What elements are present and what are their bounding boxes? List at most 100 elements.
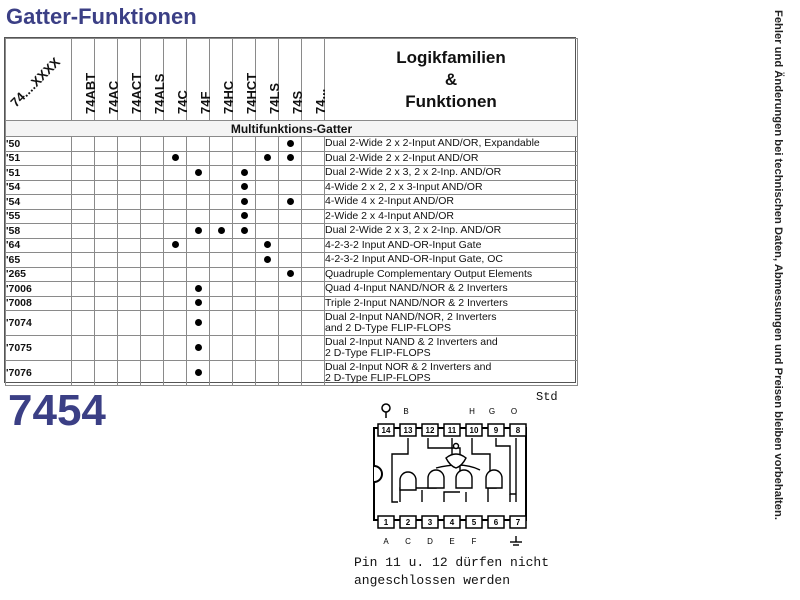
availability-cell: [186, 237, 210, 253]
availability-cell: [186, 179, 210, 195]
availability-cell: [278, 252, 302, 268]
availability-cell: [278, 281, 302, 297]
availability-cell: [232, 136, 256, 152]
availability-cell: [117, 281, 141, 297]
availability-cell: [71, 223, 95, 239]
availability-cell: [278, 194, 302, 210]
availability-cell: [117, 360, 141, 386]
family-header-0: 74ABT: [71, 38, 98, 121]
available-dot-icon: [263, 255, 271, 263]
availability-cell: [301, 194, 325, 210]
signal-A: A: [383, 537, 389, 546]
availability-cell: [232, 252, 256, 268]
availability-cell: [163, 208, 187, 224]
available-dot-icon: [286, 154, 294, 162]
available-dot-icon: [194, 369, 202, 376]
availability-cell: [278, 136, 302, 152]
function-description: Quadruple Complementary Output Elements: [324, 266, 578, 282]
and-gate-2: [427, 469, 445, 489]
part-code: '7076: [5, 360, 72, 386]
availability-cell: [301, 179, 325, 195]
pin-number: 2: [406, 518, 411, 527]
part-code: '51: [5, 150, 72, 166]
availability-cell: [255, 266, 279, 282]
availability-cell: [278, 179, 302, 195]
availability-cell: [140, 295, 164, 311]
function-description: Quad 4-Input NAND/NOR & 2 Inverters: [324, 281, 578, 297]
pin-box: [421, 423, 439, 437]
availability-cell: [140, 310, 164, 336]
availability-cell: [163, 310, 187, 336]
availability-cell: [186, 295, 210, 311]
pin-note: Pin 11 u. 12 dürfen nicht angeschlossen …: [354, 554, 574, 590]
description-line: Dual 2-Wide 2 x 2-Input AND/OR: [325, 151, 479, 164]
availability-cell: [232, 165, 256, 181]
availability-cell: [301, 237, 325, 253]
pin-number: 7: [516, 518, 521, 527]
availability-cell: [163, 281, 187, 297]
pin-number: 6: [494, 518, 499, 527]
part-code: '54: [5, 194, 72, 210]
availability-cell: [186, 165, 210, 181]
availability-cell: [140, 150, 164, 166]
page-title: Gatter-Funktionen: [6, 4, 197, 29]
pin-box: [465, 423, 483, 437]
availability-cell: [186, 335, 210, 361]
function-description: 4-2-3-2 Input AND-OR-Input Gate: [324, 237, 578, 253]
availability-cell: [163, 150, 187, 166]
pin-box: [399, 515, 417, 529]
availability-cell: [117, 179, 141, 195]
availability-cell: [71, 360, 95, 386]
availability-cell: [301, 136, 325, 152]
pin-box: [465, 515, 483, 529]
availability-cell: [163, 237, 187, 253]
pin-box: [443, 515, 461, 529]
availability-cell: [94, 281, 118, 297]
description-line: 2-Wide 2 x 4-Input AND/OR: [325, 209, 454, 222]
std-label: Std: [536, 390, 558, 404]
pin-box: [377, 515, 395, 529]
availability-cell: [301, 266, 325, 282]
availability-cell: [186, 223, 210, 239]
availability-cell: [255, 360, 279, 386]
availability-cell: [71, 194, 95, 210]
availability-cell: [301, 281, 325, 297]
family-header-6: 74HC: [209, 38, 236, 121]
function-description: 4-2-3-2 Input AND-OR-Input Gate, OC: [324, 252, 578, 268]
availability-cell: [140, 136, 164, 152]
pin-number: 5: [472, 518, 477, 527]
availability-cell: [117, 208, 141, 224]
pin-box: [443, 423, 461, 437]
part-code: '7075: [5, 335, 72, 361]
signal-B: B: [403, 407, 408, 416]
availability-cell: [163, 223, 187, 239]
family-header-9: 74S: [278, 38, 305, 121]
ground-symbol: [510, 536, 522, 546]
pin-number: 11: [448, 426, 457, 435]
pin-number: 9: [494, 426, 499, 435]
family-header-3: 74ALS: [140, 38, 167, 121]
signal-D: D: [427, 537, 433, 546]
pin-box: [509, 515, 527, 529]
availability-cell: [278, 223, 302, 239]
availability-cell: [163, 165, 187, 181]
availability-cell: [94, 165, 118, 181]
signal-C: C: [405, 537, 411, 546]
and-gate-3: [455, 469, 473, 489]
availability-cell: [186, 136, 210, 152]
availability-cell: [163, 266, 187, 282]
family-title-line-1: Logikfamilien: [396, 47, 506, 67]
available-dot-icon: [286, 139, 294, 147]
part-number: 7454: [8, 386, 106, 435]
availability-cell: [232, 281, 256, 297]
available-dot-icon: [171, 154, 179, 162]
available-dot-icon: [194, 284, 202, 292]
availability-cell: [71, 136, 95, 152]
pin-box: [421, 515, 439, 529]
description-line: and 2 D-Type FLIP-FLOPS: [325, 322, 452, 334]
